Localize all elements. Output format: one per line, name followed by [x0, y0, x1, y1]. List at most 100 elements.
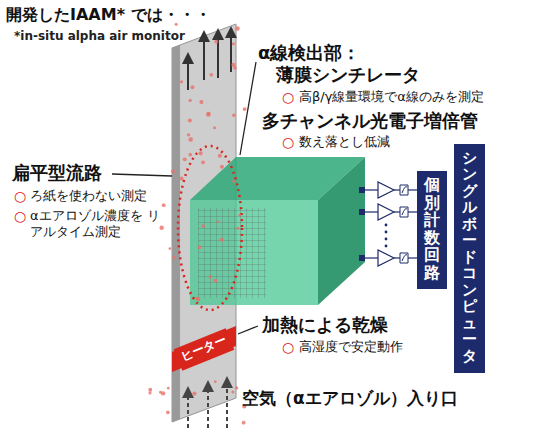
box-text: シングルボードコンピュータ — [462, 150, 477, 365]
aerosol-dot — [243, 107, 247, 111]
aerosol-dot — [220, 238, 224, 242]
box-text: 個別計数回路 — [424, 176, 440, 282]
aerosol-dot — [168, 247, 171, 250]
aerosol-dot — [198, 246, 202, 250]
aerosol-dot — [201, 160, 205, 164]
aerosol-dot — [232, 42, 235, 45]
pmt-anode — [359, 255, 365, 261]
shaper-symbol — [402, 255, 407, 261]
section-heading: α線検出部： — [258, 42, 360, 64]
counter-circuit-box: 個別計数回路 — [417, 171, 447, 289]
aerosol-dot — [188, 153, 192, 157]
aerosol-dot — [188, 118, 192, 122]
subtitle: *in-situ alpha air monitor — [14, 29, 185, 43]
shaper-symbol — [400, 207, 408, 217]
aerosol-dot — [189, 99, 192, 102]
aerosol-dot — [217, 220, 220, 223]
title: 開発したIAAM* では・・・ — [6, 5, 211, 24]
part-name: 薄膜シンチレータ — [276, 64, 420, 86]
aerosol-dot — [199, 151, 203, 155]
aerosol-dot — [236, 227, 239, 230]
aerosol-dot — [235, 386, 238, 389]
shaper-symbol — [400, 185, 408, 195]
detector-side — [318, 157, 365, 305]
inlet-arrow — [207, 386, 209, 428]
signal-wire — [365, 211, 378, 212]
inlet-arrow — [187, 392, 189, 428]
aerosol-dot — [218, 154, 222, 158]
aerosol-dot — [199, 100, 203, 104]
note: ろ紙を使わない測定 — [30, 188, 147, 204]
pmt-anode — [359, 187, 365, 193]
part-name: 加熱による乾燥 — [262, 314, 388, 336]
ellipsis-dot — [385, 245, 388, 248]
aerosol-dot — [159, 391, 162, 394]
aerosol-dot — [159, 226, 163, 230]
aerosol-dot — [242, 421, 246, 425]
aerosol-dot — [195, 297, 198, 300]
aerosol-dot — [187, 133, 190, 136]
shaper-symbol — [402, 209, 407, 215]
leader-line — [240, 62, 256, 155]
aerosol-dot — [231, 390, 234, 393]
part-name: 扁平型流路 — [12, 162, 102, 184]
aerosol-dots — [148, 23, 246, 425]
signal-wire — [365, 257, 378, 258]
aerosol-dot — [162, 203, 166, 207]
leader-line — [112, 174, 172, 176]
aerosol-dot — [180, 80, 183, 83]
aerosol-dot — [171, 170, 175, 174]
aerosol-dot — [209, 73, 213, 77]
amplifier-symbol — [378, 204, 394, 220]
heater-band — [172, 326, 236, 372]
note: 数え落とし低減 — [299, 134, 390, 150]
inlet-arrow — [226, 382, 228, 428]
bullet-mark: ○ — [282, 134, 294, 151]
aerosol-dot — [220, 165, 224, 169]
note: 高β/γ線量環境でα線のみを測定 — [299, 89, 484, 105]
shaper-symbol — [402, 187, 407, 193]
computer-box: シングルボードコンピュータ — [454, 144, 485, 373]
aerosol-dot — [232, 114, 235, 117]
bullet-mark: ○ — [282, 89, 294, 106]
ellipsis-dot — [385, 231, 388, 234]
ellipsis-dot — [385, 224, 388, 227]
amplifier-channels — [359, 182, 420, 266]
detector-front — [190, 200, 318, 305]
aerosol-dot — [188, 137, 192, 141]
inlet-label: 空気（αエアロゾル）入り口 — [242, 388, 458, 408]
ellipsis-dot — [385, 238, 388, 241]
amplifier-symbol — [378, 250, 394, 266]
aerosol-dot — [166, 410, 170, 414]
aerosol-dot — [206, 112, 210, 116]
aerosol-dot — [214, 380, 217, 383]
aerosol-dot — [196, 297, 200, 301]
aerosol-dot — [232, 180, 235, 183]
aerosol-dot — [233, 66, 237, 70]
aerosol-dot — [192, 391, 196, 395]
flow-arrow — [187, 58, 189, 90]
aerosol-dot — [202, 224, 205, 227]
aerosol-dot — [172, 256, 175, 259]
detection-region — [178, 146, 242, 310]
bullet-mark: ○ — [282, 339, 294, 356]
aerosol-dot — [148, 388, 152, 392]
flow-arrow — [203, 36, 205, 80]
aerosol-dot — [190, 85, 194, 89]
aerosol-dot — [183, 157, 187, 161]
leader-line — [238, 326, 258, 334]
aerosol-dot — [214, 40, 218, 44]
signal-wire — [365, 189, 378, 190]
part-name: 多チャンネル光電子増倍管 — [262, 110, 478, 132]
aerosol-dot — [148, 391, 151, 394]
aerosol-dot — [207, 112, 211, 116]
aerosol-dot — [238, 214, 241, 217]
note: αエアロゾル濃度を リアルタイム測定 — [30, 208, 168, 239]
aerosol-dot — [235, 26, 239, 30]
shaper-symbol — [400, 253, 408, 263]
aerosol-dot — [214, 279, 218, 283]
aerosol-dot — [213, 126, 216, 129]
amplifier-symbol — [378, 182, 394, 198]
aerosol-dot — [209, 275, 213, 279]
